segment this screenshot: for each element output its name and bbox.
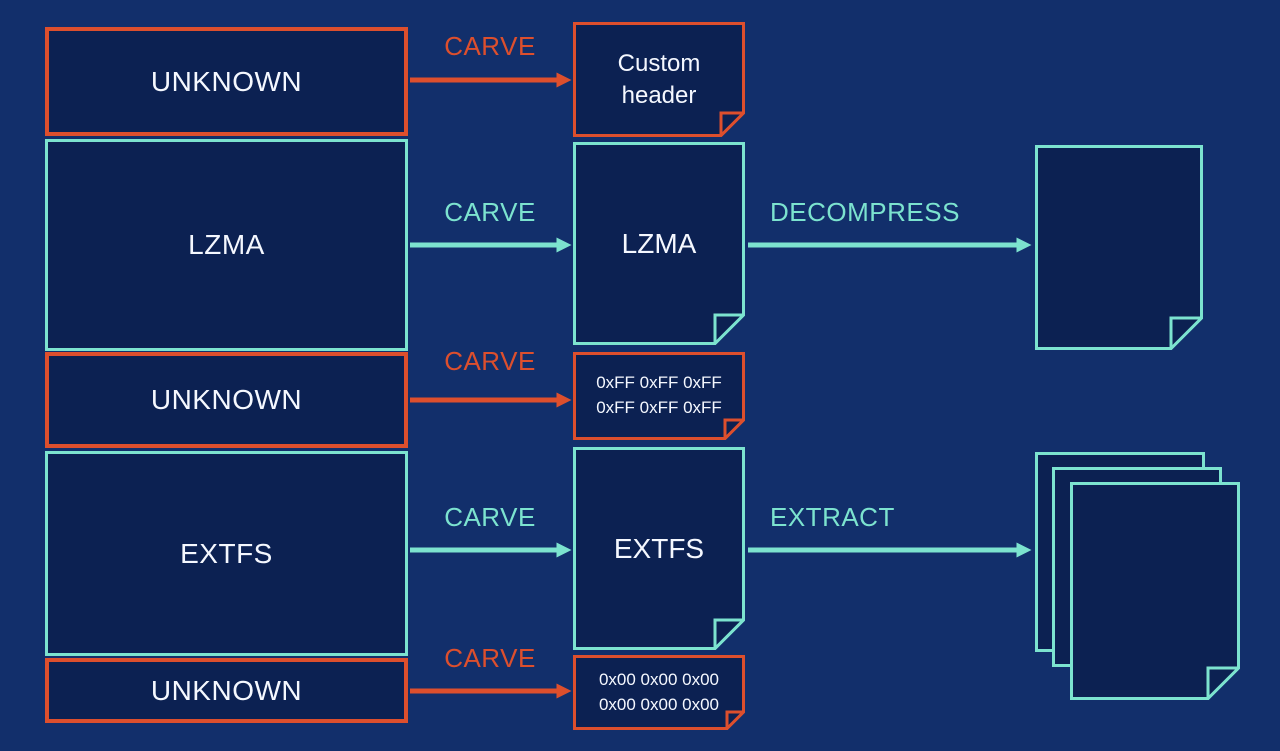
file-icon [573, 142, 745, 345]
file-icon [573, 22, 745, 137]
carve-label-4: CARVE [444, 502, 536, 532]
segment-unknown-3-label: UNKNOWN [150, 674, 303, 706]
file-fold-corner [1169, 316, 1203, 350]
file-fold-corner [723, 418, 745, 440]
file-page [1070, 482, 1240, 700]
segment-unknown-3: UNKNOWN [45, 658, 408, 723]
carved-file-zero-padding-label: 0x00 0x00 0x00 0x00 0x00 0x00 [598, 669, 720, 714]
segment-extfs-label: EXTFS [180, 537, 273, 569]
carved-file-ff-padding-label: 0xFF 0xFF 0xFF 0xFF 0xFF 0xFF [596, 373, 722, 417]
carved-file-lzma: LZMA [573, 142, 745, 345]
extracted-files-stack [1035, 452, 1240, 700]
file-fold-corner [1206, 666, 1240, 700]
file-icon [1035, 145, 1203, 350]
file-icon [573, 447, 745, 650]
carved-file-zero-padding: 0x00 0x00 0x00 0x00 0x00 0x00 [573, 655, 745, 730]
carve-label-3: CARVE [444, 346, 536, 376]
carved-file-ff-padding: 0xFF 0xFF 0xFF 0xFF 0xFF 0xFF [573, 352, 745, 440]
segment-unknown-1-label: UNKNOWN [150, 65, 303, 97]
file-fold-corner [713, 618, 745, 650]
file-icon [573, 655, 745, 730]
carve-label-1: CARVE [444, 31, 536, 61]
carved-file-extfs: EXTFS [573, 447, 745, 650]
extract-label: EXTRACT [770, 502, 895, 532]
file-fold-corner [713, 313, 745, 345]
carved-file-custom-header-label: Custom header [617, 50, 701, 109]
segment-unknown-2: UNKNOWN [45, 352, 408, 448]
file-icon [573, 352, 745, 440]
carved-file-extfs-label: EXTFS [613, 532, 705, 564]
decompress-label: DECOMPRESS [770, 197, 960, 227]
segment-extfs: EXTFS [45, 451, 408, 656]
segment-lzma: LZMA [45, 139, 408, 351]
segment-unknown-1: UNKNOWN [45, 27, 408, 136]
file-fold-corner [725, 710, 745, 730]
carved-file-lzma-label: LZMA [621, 227, 697, 259]
file-stack-icon [1035, 452, 1240, 700]
segment-unknown-2-label: UNKNOWN [150, 384, 303, 415]
carved-file-custom-header: Custom header [573, 22, 745, 137]
segment-lzma-label: LZMA [188, 229, 265, 260]
stack-sheet-front [1070, 482, 1240, 700]
file-fold-corner [719, 111, 745, 137]
decompressed-output-file [1035, 145, 1203, 350]
carve-label-5: CARVE [444, 643, 536, 673]
carve-label-2: CARVE [444, 197, 536, 227]
